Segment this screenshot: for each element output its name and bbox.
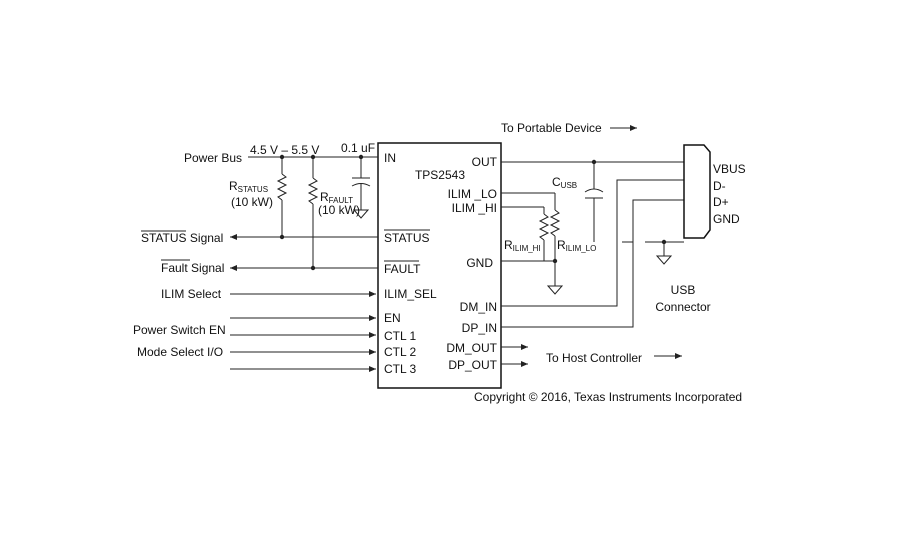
pin-in: IN — [384, 151, 396, 165]
power-switch-en-label: Power Switch EN — [133, 323, 226, 337]
pin-dp-in: DP_IN — [462, 321, 497, 335]
r-ilim-hi-label: RILIM_HI — [504, 238, 541, 253]
r-fault-label: RFAULT — [320, 190, 353, 205]
pin-out: OUT — [472, 155, 498, 169]
r-status-value: (10 kW) — [231, 195, 273, 209]
usb-pin-dminus: D- — [713, 179, 726, 193]
junction-fault — [310, 265, 316, 271]
pin-ilim-sel: ILIM_SEL — [384, 287, 437, 301]
mode-select-label: Mode Select I/O — [137, 345, 223, 359]
voltage-range-label: 4.5 V – 5.5 V — [250, 143, 319, 157]
r-fault-value: (10 kW) — [318, 203, 360, 217]
chip-name: TPS2543 — [415, 168, 465, 182]
ilim-resistor-network — [501, 192, 564, 295]
to-portable-label: To Portable Device — [501, 121, 602, 135]
pin-ctl2: CTL 2 — [384, 345, 417, 359]
dp-in-wire — [501, 199, 684, 328]
pin-ilim-hi: ILIM _HI — [452, 201, 497, 215]
chip-body — [377, 142, 502, 389]
pin-ctl1: CTL 1 — [384, 329, 417, 343]
pin-status: STATUS — [384, 231, 430, 245]
pin-fault: FAULT — [384, 262, 421, 276]
junction-status — [279, 234, 285, 240]
usb-label-line2: Connector — [655, 300, 710, 314]
copyright: Copyright © 2016, Texas Instruments Inco… — [474, 390, 742, 404]
dm-in-wire — [501, 179, 684, 307]
cusb-capacitor — [584, 162, 684, 265]
usb-connector — [683, 144, 711, 239]
usb-pin-vbus: VBUS — [713, 162, 746, 176]
pin-dm-in: DM_IN — [460, 300, 497, 314]
pin-gnd: GND — [466, 256, 493, 270]
status-signal-label: STATUS Signal — [141, 231, 223, 245]
pin-en: EN — [384, 311, 401, 325]
power-bus-label: Power Bus — [184, 151, 242, 165]
pin-dm-out: DM_OUT — [446, 341, 497, 355]
cusb-label: CUSB — [552, 175, 577, 190]
usb-pin-dplus: D+ — [713, 195, 729, 209]
r-fault-resistor — [307, 157, 319, 268]
pin-dp-out: DP_OUT — [448, 358, 497, 372]
ilim-select-label: ILIM Select — [161, 287, 222, 301]
cap-value-label: 0.1 uF — [341, 141, 375, 155]
usb-pin-gnd: GND — [713, 212, 740, 226]
r-status-resistor — [276, 157, 288, 237]
pin-ilim-lo: ILIM _LO — [448, 187, 497, 201]
to-host-label: To Host Controller — [546, 351, 642, 365]
fault-signal-label: Fault Signal — [161, 261, 224, 275]
usb-label-line1: USB — [671, 283, 696, 297]
pin-ctl3: CTL 3 — [384, 362, 417, 376]
r-ilim-lo-label: RILIM_LO — [557, 238, 596, 253]
r-status-label: RSTATUS — [229, 179, 268, 194]
input-capacitor — [351, 157, 371, 219]
